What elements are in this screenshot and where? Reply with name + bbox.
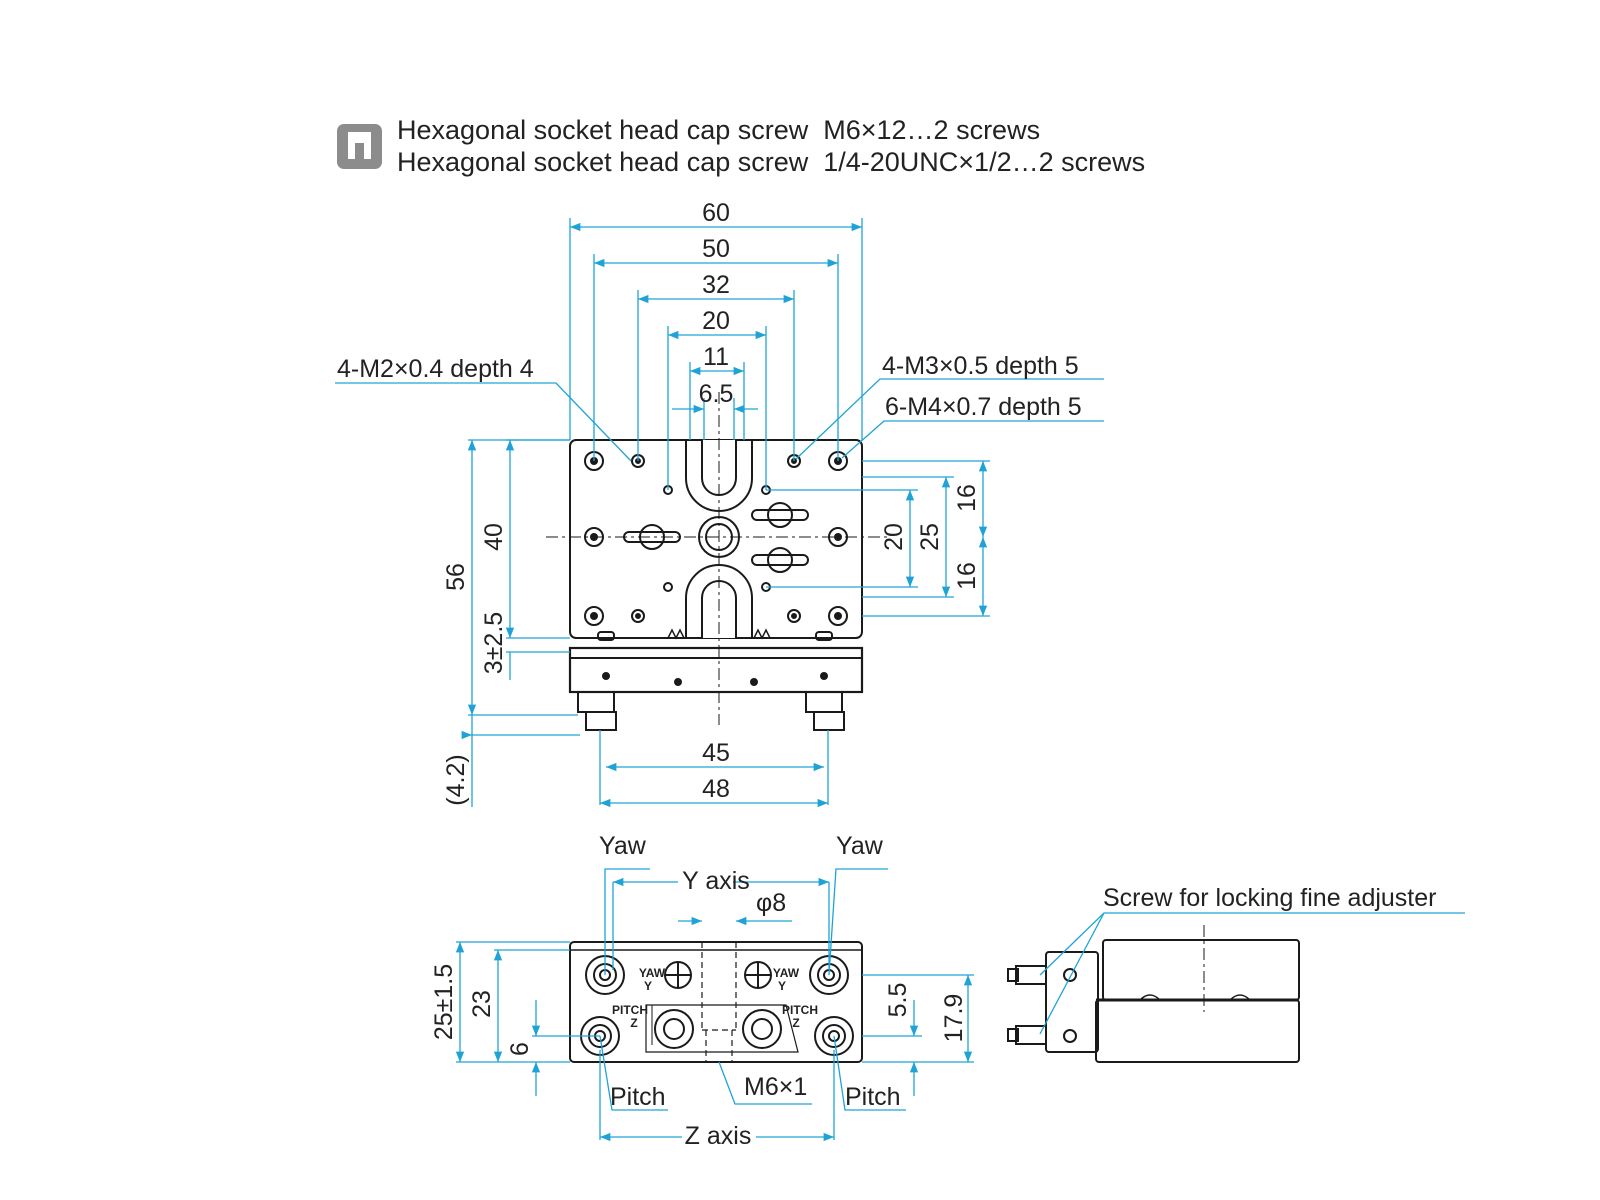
fine-adjuster-lock-screw [1007, 965, 1047, 1045]
front-body [569, 941, 863, 1063]
front-dimensions [455, 868, 974, 1142]
base-block [568, 646, 864, 694]
label-z-axis: Z axis [685, 1122, 752, 1150]
dim-40: 40 [480, 523, 508, 551]
dim-5-5: 5.5 [884, 983, 912, 1018]
dim-4-2: (4.2) [442, 754, 470, 805]
dim-60: 60 [702, 199, 730, 227]
callout-m3: 4-M3×0.5 depth 5 [882, 352, 1079, 380]
dim-20: 20 [702, 307, 730, 335]
plate-z-left: Z [630, 1016, 637, 1030]
dim-50: 50 [702, 235, 730, 263]
top-dimensions [335, 218, 1104, 808]
label-yaw-right: Yaw [836, 832, 884, 860]
dim-6: 6 [506, 1042, 534, 1056]
plate-pitch-right: PITCH [782, 1003, 818, 1017]
front-dimension-labels: Yaw Yaw Y axis φ8 25±1.5 23 6 5.5 17.9 P… [430, 832, 968, 1150]
side-view [1007, 925, 1300, 1063]
dim-11: 11 [703, 343, 729, 371]
front-plate-labels: YAW Y YAW Y PITCH Z PITCH Z [612, 966, 818, 1030]
label-pitch-right: Pitch [845, 1083, 901, 1111]
lock-icon [337, 124, 382, 169]
dim-32: 32 [702, 271, 730, 299]
label-phi8: φ8 [756, 889, 786, 917]
dim-56: 56 [442, 563, 470, 591]
dim-23: 23 [468, 990, 496, 1018]
label-m6x1: M6×1 [744, 1073, 807, 1101]
label-yaw-left: Yaw [599, 832, 647, 860]
dim-25: 25 [916, 523, 944, 551]
plate-z-right: Z [792, 1016, 799, 1030]
dim-25-pm-1-5: 25±1.5 [430, 964, 458, 1040]
legend-line-unc: Hexagonal socket head cap screw 1/4-20UN… [397, 147, 1146, 177]
plate-pitch-left: PITCH [612, 1003, 648, 1017]
plate-yaw-left: YAW [639, 966, 666, 980]
top-view [568, 439, 864, 731]
front-view [569, 941, 863, 1063]
dim-3-pm-2-5: 3±2.5 [480, 612, 508, 674]
plate-y-right: Y [778, 979, 786, 993]
callout-m4: 6-M4×0.7 depth 5 [885, 393, 1082, 421]
dim-45: 45 [702, 739, 730, 767]
label-pitch-left: Pitch [610, 1083, 666, 1111]
callout-m2: 4-M2×0.4 depth 4 [337, 355, 534, 383]
dim-48: 48 [702, 775, 730, 803]
dim-20-vertical: 20 [880, 523, 908, 551]
plate-yaw-right: YAW [773, 966, 800, 980]
hex-bolt [654, 1009, 782, 1049]
legend-line-m6: Hexagonal socket head cap screw M6×12…2 … [397, 115, 1041, 145]
callout-locking-screw: Screw for locking fine adjuster [1103, 884, 1436, 912]
plate-y-left: Y [644, 979, 652, 993]
lock-screw [664, 961, 772, 989]
label-y-axis: Y axis [682, 867, 750, 895]
dim-16-lower: 16 [953, 562, 981, 590]
top-dimension-labels: 60 50 32 20 11 6.5 4-M2×0.4 depth 4 4-M3… [337, 199, 1082, 806]
dim-6-5: 6.5 [699, 380, 734, 408]
dim-17-9: 17.9 [940, 994, 968, 1043]
side-callout-leader [1039, 912, 1465, 1035]
dim-16-upper: 16 [953, 484, 981, 512]
